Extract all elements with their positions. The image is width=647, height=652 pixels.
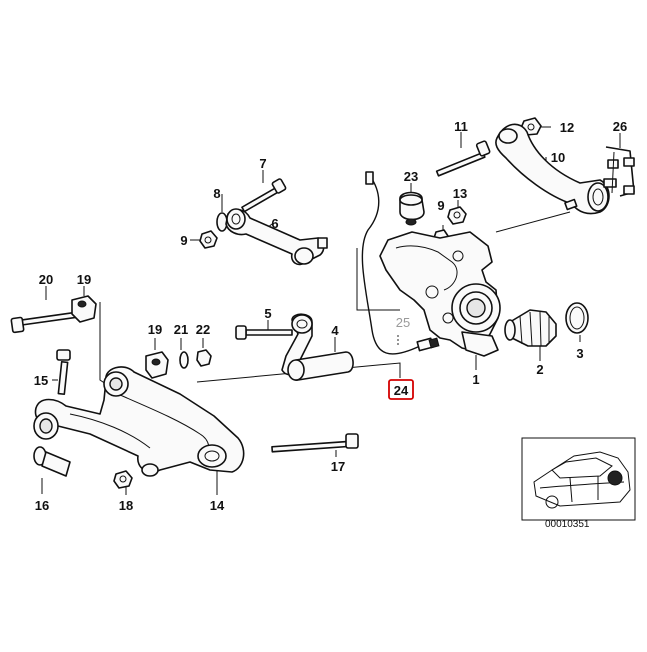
- callout-8[interactable]: 8: [213, 186, 220, 201]
- callout-22-label: 22: [196, 322, 210, 337]
- callout-19-right-label: 19: [148, 322, 162, 337]
- link-arm-6: [225, 208, 328, 266]
- callout-21[interactable]: 21: [174, 322, 188, 337]
- callout-22[interactable]: 22: [196, 322, 210, 337]
- callout-1-label: 1: [472, 372, 479, 387]
- sensor-cable-25: [361, 171, 440, 355]
- callout-25[interactable]: 25: [396, 315, 410, 330]
- bump-stop-23: [399, 191, 425, 226]
- bracket-26: [603, 146, 635, 197]
- bushing-16: [33, 446, 71, 477]
- callout-9-right-label: 9: [437, 198, 444, 213]
- callout-11[interactable]: 11: [454, 119, 468, 134]
- bolt-5: [235, 325, 293, 340]
- callout-7-label: 7: [259, 156, 266, 171]
- callout-7[interactable]: 7: [259, 156, 266, 171]
- washer-8: [216, 212, 228, 232]
- bushing-19-left: [71, 295, 97, 323]
- nut-13: [447, 206, 467, 225]
- callout-19-left[interactable]: 19: [77, 272, 91, 287]
- callout-20-label: 20: [39, 272, 53, 287]
- bolt-11: [435, 140, 491, 177]
- bolt-15: [56, 349, 71, 396]
- leader-lines: [41, 126, 621, 495]
- bolt-17: [271, 433, 359, 453]
- wheel-carrier-1: [379, 231, 501, 357]
- callout-2-label: 2: [536, 362, 543, 377]
- nut-9-left: [199, 230, 218, 249]
- inset-code: 00010351: [545, 519, 590, 530]
- callout-10[interactable]: 10: [551, 150, 565, 165]
- callout-19-left-label: 19: [77, 272, 91, 287]
- callout-3-label: 3: [576, 346, 583, 361]
- callout-6[interactable]: 6: [271, 216, 278, 231]
- inset-vehicle-view: [521, 437, 636, 521]
- callout-13-label: 13: [453, 186, 467, 201]
- lower-arm-14: [33, 366, 245, 477]
- callout-24-label: 24: [394, 383, 409, 398]
- bolt-20: [10, 311, 81, 334]
- callout-25-label: 25: [396, 315, 410, 330]
- callout-18-label: 18: [119, 498, 133, 513]
- callout-21-label: 21: [174, 322, 188, 337]
- callout-17[interactable]: 17: [331, 459, 345, 474]
- callout-2[interactable]: 2: [536, 362, 543, 377]
- callout-12-label: 12: [560, 120, 574, 135]
- callout-10-label: 10: [551, 150, 565, 165]
- callout-15[interactable]: 15: [34, 373, 48, 388]
- callout-12[interactable]: 12: [560, 120, 574, 135]
- callout-13[interactable]: 13: [453, 186, 467, 201]
- callout-15-label: 15: [34, 373, 48, 388]
- callout-23-label: 23: [404, 169, 418, 184]
- callout-1[interactable]: 1: [472, 372, 479, 387]
- callout-5[interactable]: 5: [264, 306, 271, 321]
- callout-9-right[interactable]: 9: [437, 198, 444, 213]
- callout-9-left-label: 9: [180, 233, 187, 248]
- callout-labels: 1 2 3 4 5 6 7 8 9 9 10 11 12 13 14 15 16…: [34, 119, 627, 513]
- callout-4-label: 4: [331, 323, 339, 338]
- ring-3: [565, 302, 589, 334]
- callout-5-label: 5: [264, 306, 271, 321]
- callout-23[interactable]: 23: [404, 169, 418, 184]
- callout-14-label: 14: [210, 498, 225, 513]
- callout-11-label: 11: [454, 119, 468, 134]
- callout-14[interactable]: 14: [210, 498, 225, 513]
- bushing-19-right: [145, 351, 169, 379]
- callout-3[interactable]: 3: [576, 346, 583, 361]
- callout-17-label: 17: [331, 459, 345, 474]
- nut-18: [113, 470, 133, 489]
- callout-4[interactable]: 4: [331, 323, 339, 338]
- callout-18[interactable]: 18: [119, 498, 133, 513]
- callout-24-highlighted[interactable]: 24: [388, 379, 414, 400]
- link-4: [281, 313, 354, 381]
- callout-19-right[interactable]: 19: [148, 322, 162, 337]
- washer-21: [179, 351, 189, 369]
- callout-26-label: 26: [613, 119, 627, 134]
- callout-9-left[interactable]: 9: [180, 233, 187, 248]
- callout-16-label: 16: [35, 498, 49, 513]
- callout-26[interactable]: 26: [613, 119, 627, 134]
- callout-6-label: 6: [271, 216, 278, 231]
- boot-2: [504, 309, 557, 347]
- callout-24-highlight-box: [388, 379, 414, 400]
- nut-22: [196, 349, 212, 367]
- callout-20[interactable]: 20: [39, 272, 53, 287]
- callout-16[interactable]: 16: [35, 498, 49, 513]
- callout-8-label: 8: [213, 186, 220, 201]
- bolt-7: [241, 178, 287, 213]
- control-arm-10: [495, 123, 610, 215]
